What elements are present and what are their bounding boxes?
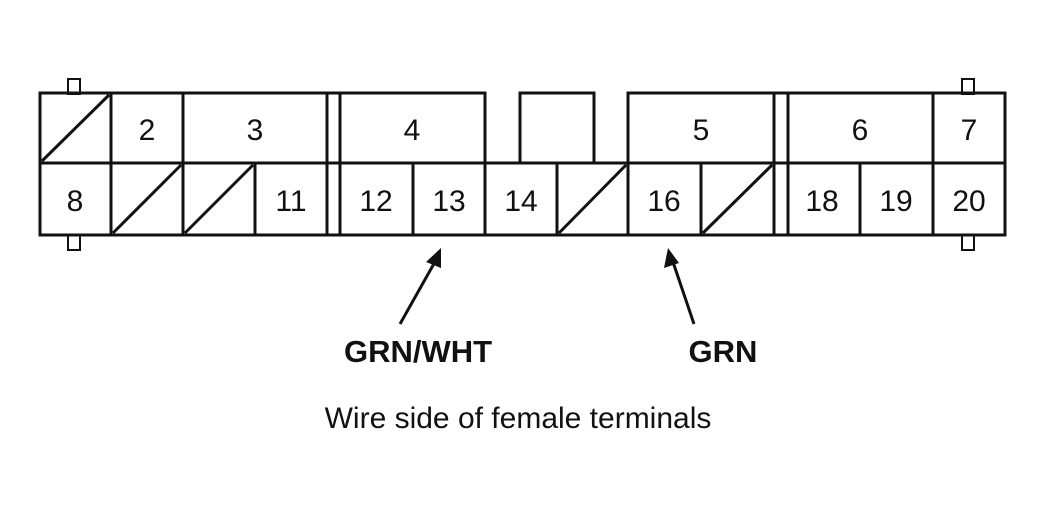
empty-cavity-10 — [183, 163, 255, 235]
terminal-14: 14 — [504, 185, 537, 218]
key-slot — [518, 91, 596, 165]
tab-bottom-right — [961, 234, 975, 251]
terminal-19: 19 — [879, 185, 912, 218]
terminal-6: 6 — [852, 114, 869, 147]
terminal-8: 8 — [67, 185, 84, 218]
terminal-13: 13 — [432, 185, 465, 218]
arrow-grn — [664, 248, 696, 325]
callout-grn: GRN — [689, 334, 758, 369]
terminal-16: 16 — [647, 185, 680, 218]
empty-cavity-17 — [701, 163, 774, 235]
terminal-11: 11 — [275, 185, 306, 218]
empty-cavity-1 — [40, 93, 111, 163]
tab-bottom-left — [67, 234, 81, 251]
terminal-20: 20 — [952, 185, 985, 218]
terminal-2: 2 — [139, 114, 156, 147]
arrow-grn-wht — [398, 248, 441, 325]
terminal-12: 12 — [359, 185, 392, 218]
terminal-18: 18 — [805, 185, 838, 218]
terminal-5: 5 — [693, 114, 710, 147]
terminal-3: 3 — [247, 114, 264, 147]
empty-cavity-15 — [557, 163, 628, 235]
terminal-4: 4 — [404, 114, 421, 147]
empty-cavity-9 — [111, 163, 183, 235]
callout-grn-wht: GRN/WHT — [344, 334, 492, 369]
diagram-caption: Wire side of female terminals — [325, 402, 712, 435]
terminal-7: 7 — [961, 114, 978, 147]
